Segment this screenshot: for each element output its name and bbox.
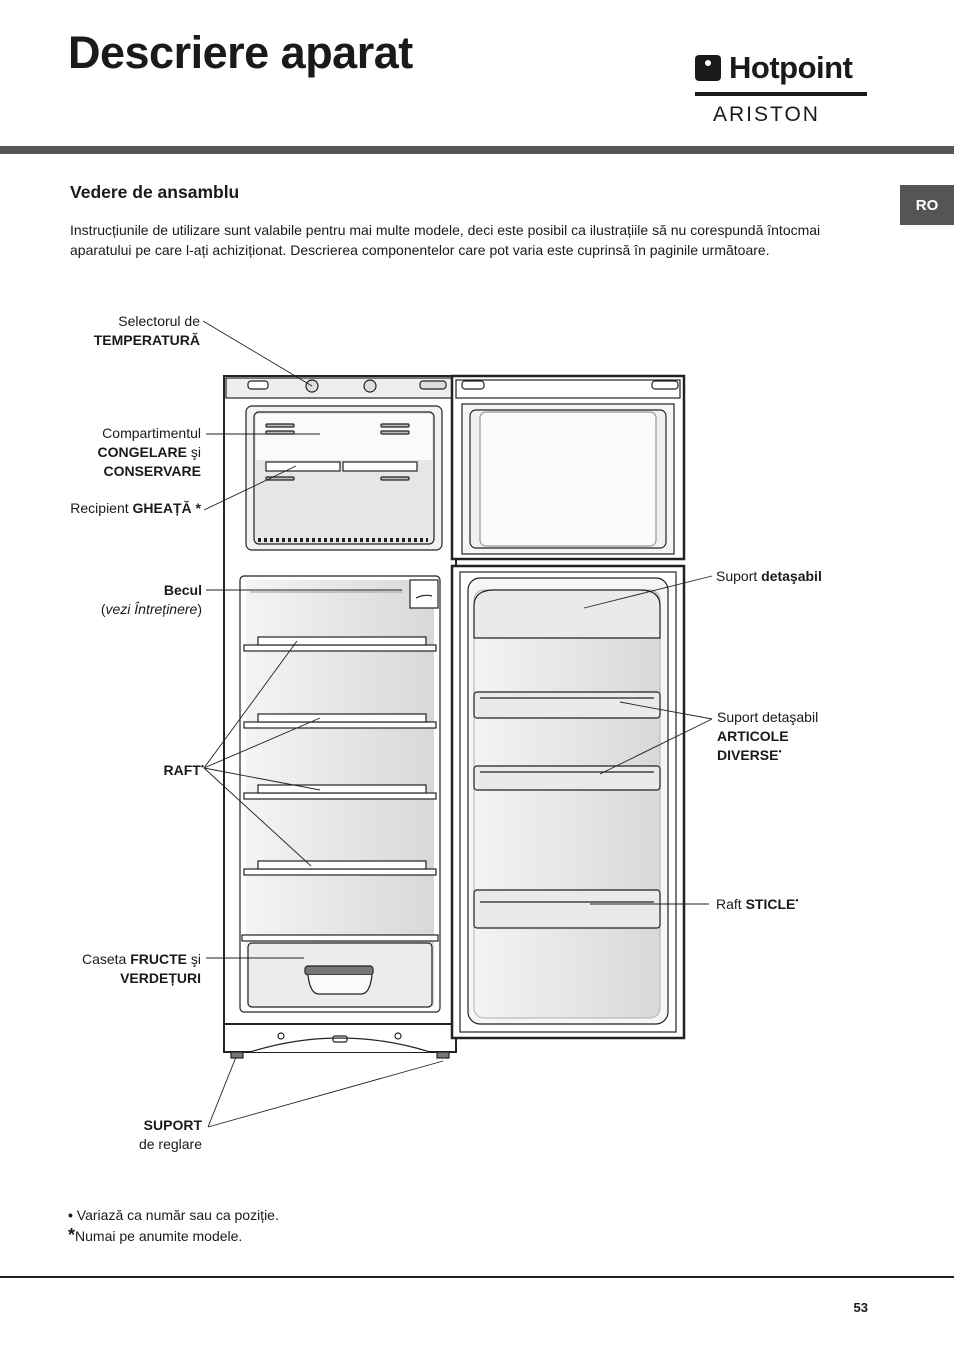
bullet-mark: •	[200, 761, 204, 772]
label-line: VERDEȚURI	[120, 970, 201, 986]
footnotes: • Variază ca număr sau ca poziție. *Numa…	[68, 1205, 279, 1246]
header-rule	[0, 146, 954, 154]
footnote-text: Variază ca număr sau ca poziție.	[72, 1207, 279, 1223]
label-line: ARTICOLE	[717, 728, 789, 744]
intro-paragraph: Instrucțiunile de utilizare sunt valabil…	[70, 222, 821, 258]
label-bold: DIVERSE	[717, 747, 779, 763]
label-line: Compartimentul	[102, 425, 201, 441]
label-shelf: RAFT•	[100, 761, 204, 780]
label-text: şi	[187, 951, 201, 967]
label-crisper: Caseta FRUCTE şi VERDEȚURI	[40, 950, 201, 988]
bullet-mark: •	[795, 895, 799, 906]
label-text: (	[100, 601, 106, 617]
brand-name: Hotpoint	[729, 50, 853, 85]
label-line: SUPORT	[143, 1117, 202, 1133]
page-title: Descriere aparat	[68, 27, 413, 78]
brand-sub: ARISTON	[713, 103, 820, 126]
label-bold: CONGELARE	[97, 444, 187, 460]
label-text: Raft	[716, 896, 746, 912]
label-ice-tray: Recipient GHEAȚĂ *	[20, 499, 201, 518]
label-text: Suport	[716, 568, 762, 584]
label-bottle-rack: Raft STICLE•	[716, 895, 916, 914]
label-misc-rack: Suport detaşabil ARTICOLE DIVERSE•	[717, 708, 917, 765]
asterisk-mark: *	[68, 1225, 76, 1245]
label-line: de reglare	[138, 1136, 202, 1152]
label-bold: GHEAȚĂ *	[132, 500, 201, 516]
bullet-mark: •	[778, 746, 782, 757]
footnote-star: *Numai pe anumite modele.	[68, 1225, 279, 1246]
label-line: CONSERVARE	[103, 463, 201, 479]
label-text: şi	[187, 444, 201, 460]
label-line: Becul	[163, 582, 202, 598]
label-temperature-selector: Selectorul de TEMPERATURĂ	[40, 312, 200, 350]
label-line: Caseta FRUCTE şi	[40, 950, 201, 969]
footer-rule	[0, 1276, 954, 1278]
label-italic: vezi Întreținere	[105, 601, 198, 617]
label-line: Suport detaşabil	[717, 709, 819, 725]
fridge-cabinet	[223, 375, 457, 1059]
label-bold: detaşabil	[761, 568, 822, 584]
label-line: DIVERSE•	[717, 746, 917, 765]
footnote-text: Numai pe anumite modele.	[75, 1228, 243, 1244]
label-bold: STICLE	[745, 896, 796, 912]
label-door-rack: Suport detaşabil	[716, 567, 916, 586]
label-freezer-compartment: Compartimentul CONGELARE şi CONSERVARE	[40, 424, 201, 481]
section-heading: Vedere de ansamblu	[70, 182, 240, 202]
footnote-bullet: • Variază ca număr sau ca poziție.	[68, 1205, 279, 1225]
label-bold: FRUCTE	[130, 951, 187, 967]
language-tab: RO	[900, 185, 954, 225]
label-line: CONGELARE şi	[40, 443, 201, 462]
bullet-mark: •	[68, 1207, 73, 1223]
label-line: Selectorul de	[118, 313, 200, 329]
brand-logo: Hotpoint ARISTON	[693, 52, 869, 126]
brand-divider	[695, 92, 867, 96]
fridge-doors	[450, 374, 686, 1040]
label-text: )	[197, 601, 202, 617]
label-bold: RAFT	[163, 762, 201, 778]
leader-lines	[202, 320, 713, 1128]
label-adjustable-feet: SUPORT de reglare	[40, 1116, 202, 1154]
label-text: Recipient	[70, 500, 133, 516]
label-text: Caseta	[81, 951, 131, 967]
brand-mark-icon	[695, 55, 721, 81]
label-line: TEMPERATURĂ	[93, 332, 200, 348]
page-number: 53	[853, 1300, 868, 1315]
label-bulb: Becul (vezi Întreținere)	[40, 581, 202, 619]
label-line: (vezi Întreținere)	[40, 600, 202, 619]
